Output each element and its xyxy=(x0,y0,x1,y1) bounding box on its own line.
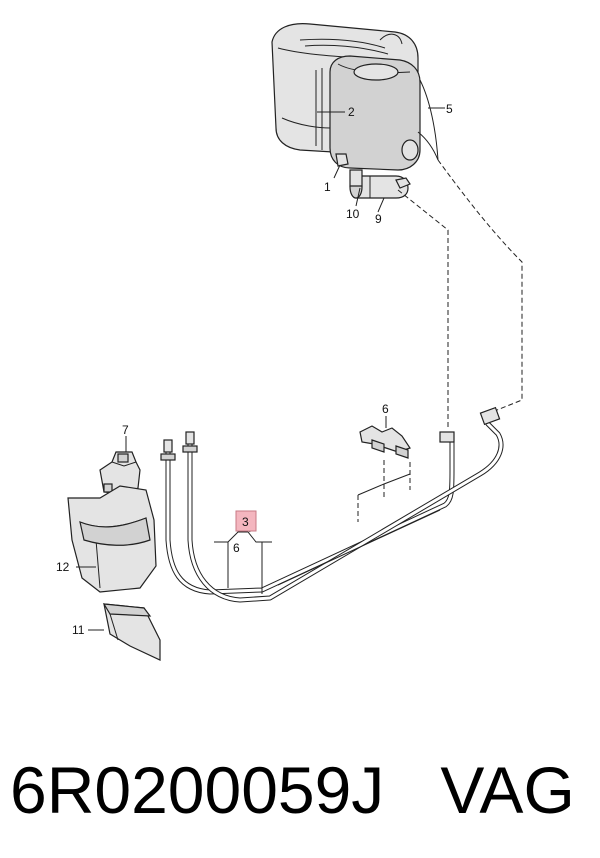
callout-10: 10 xyxy=(346,207,360,221)
parts-exploded-diagram: 1 2 3 5 6 6 7 9 10 11 12 xyxy=(56,23,523,661)
callout-7: 7 xyxy=(122,423,129,437)
reservoir-assembly xyxy=(271,23,421,171)
callout-9: 9 xyxy=(375,212,382,226)
washer-pipe xyxy=(160,406,504,603)
pump-unit xyxy=(349,169,411,199)
callout-6-top: 6 xyxy=(382,402,389,416)
callout-3: 3 xyxy=(242,515,249,529)
part-number: 6R0200059J xyxy=(10,753,385,827)
pipe-clip-6 xyxy=(359,425,411,459)
caption: 6R0200059J VAG xyxy=(10,745,590,835)
callout-1: 1 xyxy=(324,180,331,194)
connector-part-1 xyxy=(335,153,349,167)
callout-2: 2 xyxy=(348,105,355,119)
callout-12: 12 xyxy=(56,560,70,574)
callout-3-highlight xyxy=(235,510,257,532)
callout-5: 5 xyxy=(446,102,453,116)
cover-part-12 xyxy=(67,485,157,593)
cover-part-11 xyxy=(102,603,161,661)
callout-11: 11 xyxy=(72,623,85,637)
callout-6-mid: 6 xyxy=(233,541,240,555)
brand-name: VAG xyxy=(440,753,575,827)
